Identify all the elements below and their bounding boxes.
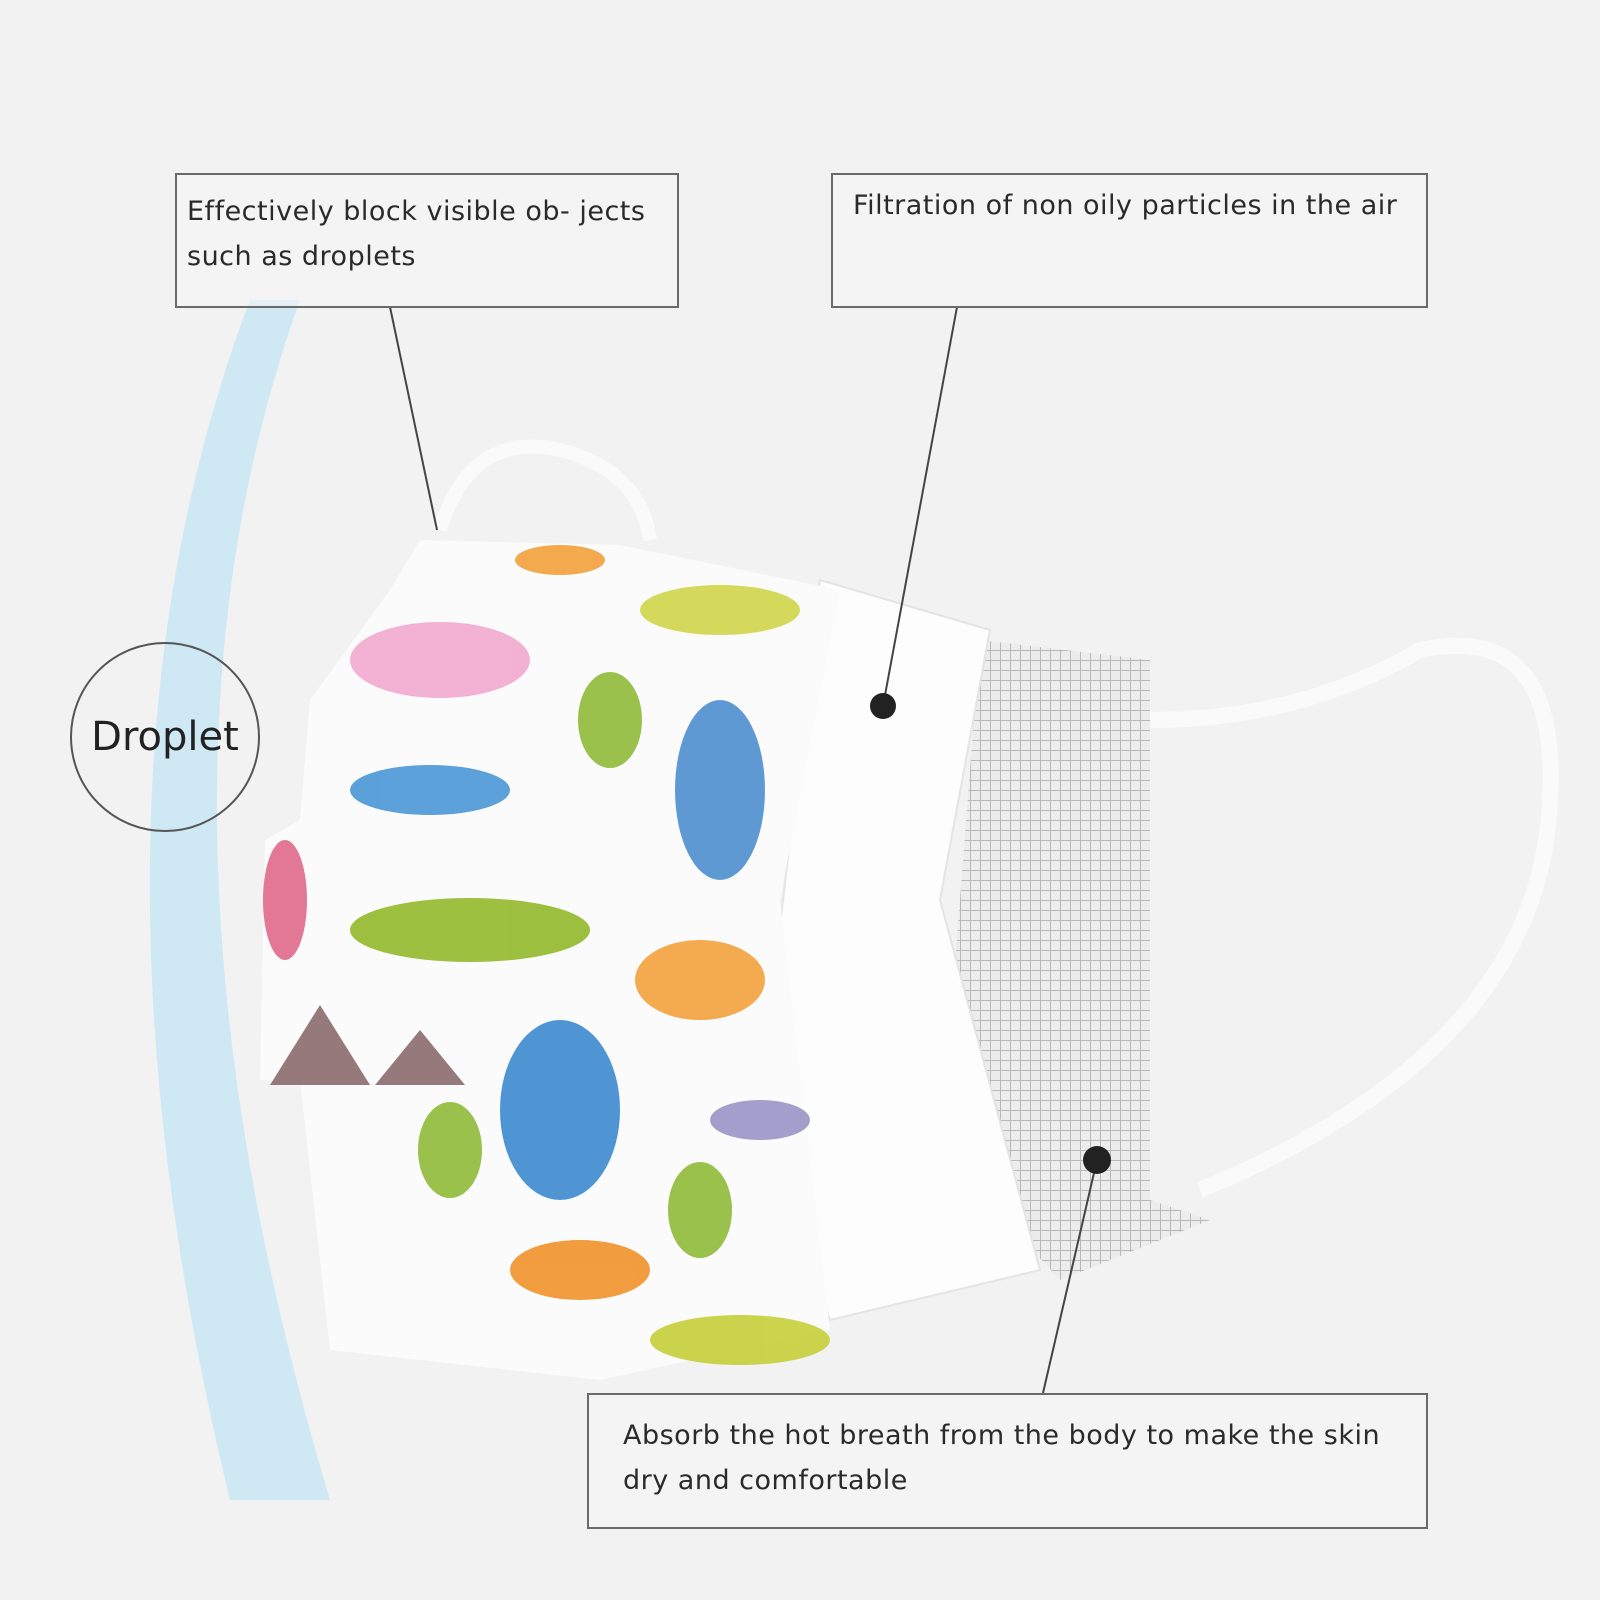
inner-mesh-layer <box>940 640 1210 1280</box>
pointer-dot-filtration <box>870 693 896 719</box>
callout-text: Filtration of non oily particles in the … <box>853 190 1398 221</box>
pointer-dot-absorb <box>1083 1146 1111 1174</box>
callout-absorb-breath: Absorb the hot breath from the body to m… <box>587 1393 1428 1529</box>
callout-filtration: Filtration of non oily particles in the … <box>831 173 1428 308</box>
leader-line-block <box>389 306 438 531</box>
leader-line-absorb <box>1042 1159 1098 1394</box>
ear-loop-right <box>1149 637 1559 1198</box>
dinosaur-print <box>263 545 830 1365</box>
droplet-label: Droplet <box>91 714 239 760</box>
leader-line-filtration <box>882 306 958 707</box>
blue-shield-arc <box>149 300 330 1500</box>
callout-text: Absorb the hot breath from the body to m… <box>623 1420 1381 1496</box>
droplet-label-circle: Droplet <box>70 642 260 832</box>
callout-text: Effectively block visible ob- jects such… <box>187 196 646 272</box>
callout-block-droplets: Effectively block visible ob- jects such… <box>175 173 679 308</box>
ear-loop-left <box>433 439 657 542</box>
